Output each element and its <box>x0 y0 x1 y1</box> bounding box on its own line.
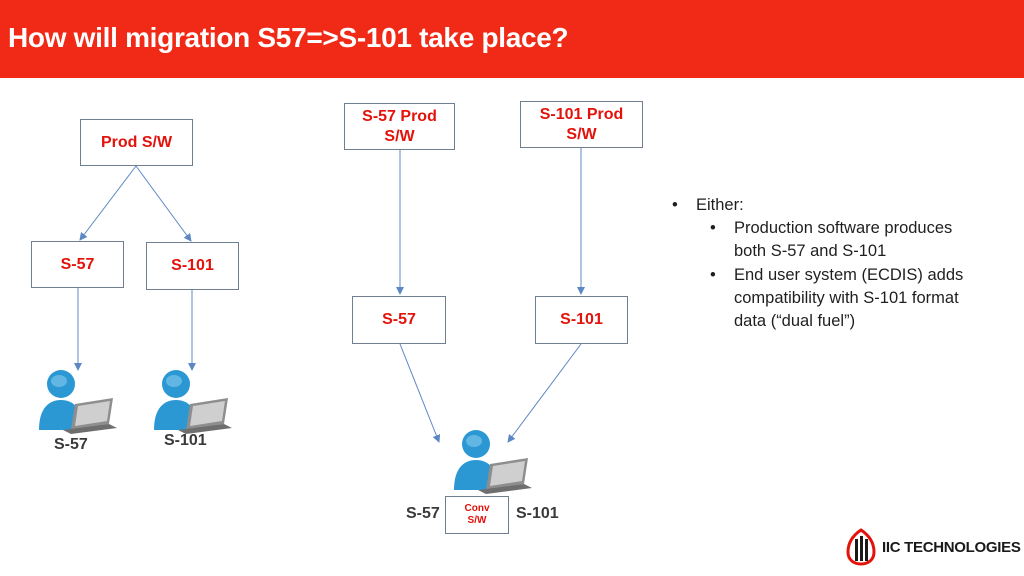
user-s57-label: S-57 <box>54 436 88 453</box>
bullet-dot-icon: • <box>710 265 716 284</box>
arrow-prod-to-s101 <box>135 165 192 242</box>
user-laptop-icon <box>454 430 532 494</box>
s101-prod-sw-box: S-101 Prod S/W <box>520 101 643 148</box>
user-laptop-icon <box>39 370 117 434</box>
s57-format-box: S-57 <box>31 241 124 288</box>
s101-output-box: S-101 <box>535 296 628 344</box>
sub-bullet-item: • Production software produces both S-57… <box>672 217 984 263</box>
bullet-dot-icon: • <box>710 219 716 238</box>
bullet-text: Either: <box>696 196 744 214</box>
company-logo: IIC TECHNOLOGIES <box>846 528 1021 566</box>
arrow-prod-to-s57 <box>79 165 137 241</box>
s57-output-box: S-57 <box>352 296 446 344</box>
arrow-s57-to-conv-user <box>399 343 441 443</box>
prod-sw-box: Prod S/W <box>80 119 193 166</box>
title-bar: How will migration S57=>S-101 take place… <box>0 0 1024 78</box>
logo-text: IIC TECHNOLOGIES <box>882 538 1021 556</box>
conv-input-s57-label: S-57 <box>406 505 440 522</box>
conv-sw-box: Conv S/W <box>445 496 509 534</box>
s57-prod-sw-box: S-57 Prod S/W <box>344 103 455 150</box>
sub-bullet-item: • End user system (ECDIS) adds compatibi… <box>672 264 984 334</box>
logo-mark-icon <box>846 528 876 566</box>
user-laptop-icon <box>154 370 232 434</box>
bullet-dot-icon: • <box>672 196 678 214</box>
s101-format-box: S-101 <box>146 242 239 290</box>
conv-output-s101-label: S-101 <box>516 505 559 522</box>
sub-bullet-text: End user system (ECDIS) adds compatibili… <box>734 265 964 331</box>
arrow-s101-to-conv-user <box>507 343 582 443</box>
sub-bullet-text: Production software produces both S-57 a… <box>734 219 953 261</box>
bullet-list: • Either: • Production software produces… <box>672 194 984 333</box>
bullet-item: • Either: <box>672 194 984 217</box>
slide-title: How will migration S57=>S-101 take place… <box>8 22 569 53</box>
user-s101-label: S-101 <box>164 432 207 449</box>
